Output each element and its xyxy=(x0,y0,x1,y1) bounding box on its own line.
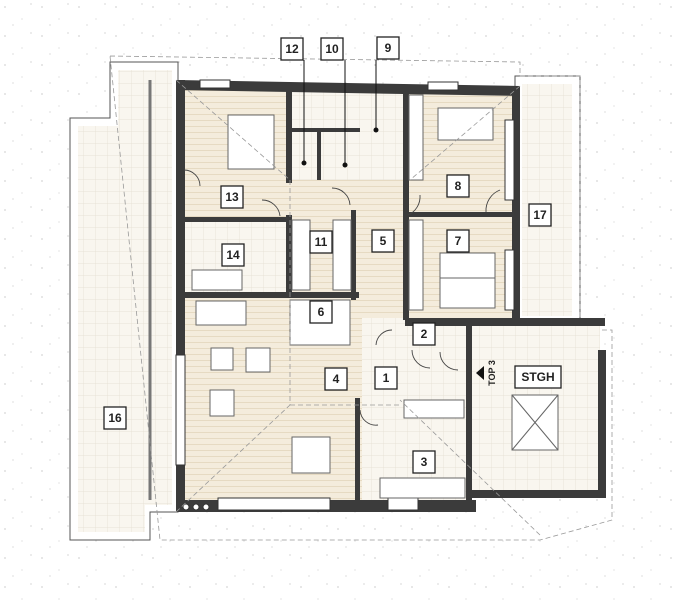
furniture xyxy=(182,94,559,511)
svg-text:1: 1 xyxy=(383,371,390,385)
svg-text:STGH: STGH xyxy=(521,370,554,384)
room-label-16: 16 xyxy=(103,406,127,430)
room-label-7: 7 xyxy=(446,229,470,253)
room-label-11: 11 xyxy=(309,230,333,254)
svg-text:13: 13 xyxy=(225,190,239,204)
svg-text:2: 2 xyxy=(421,327,428,341)
roof-lines xyxy=(175,79,541,536)
doors xyxy=(183,169,501,426)
room-label-6: 6 xyxy=(309,300,333,324)
room-label-4: 4 xyxy=(324,367,348,391)
terrace-17 xyxy=(514,75,581,323)
svg-text:9: 9 xyxy=(385,41,392,55)
svg-text:7: 7 xyxy=(455,234,462,248)
leader-lines xyxy=(301,60,379,168)
svg-text:16: 16 xyxy=(108,411,122,425)
windows xyxy=(175,79,515,511)
stairwell-label: STGH xyxy=(514,365,562,389)
svg-text:11: 11 xyxy=(315,235,328,249)
svg-text:TOP 3: TOP 3 xyxy=(487,360,497,386)
svg-text:17: 17 xyxy=(533,208,547,222)
room-label-14: 14 xyxy=(221,243,245,267)
svg-text:14: 14 xyxy=(226,248,240,262)
room-label-1: 1 xyxy=(374,366,398,390)
room-label-8: 8 xyxy=(446,174,470,198)
svg-text:12: 12 xyxy=(285,42,299,56)
svg-text:10: 10 xyxy=(325,42,339,56)
terrace-16 xyxy=(69,61,179,541)
room-label-5: 5 xyxy=(371,229,395,253)
svg-text:6: 6 xyxy=(318,305,325,319)
entrance-arrow-icon xyxy=(476,366,484,380)
svg-text:8: 8 xyxy=(455,179,462,193)
room-label-2: 2 xyxy=(412,322,436,346)
svg-text:3: 3 xyxy=(421,455,428,469)
room-label-3: 3 xyxy=(412,450,436,474)
unit-entrance-marker: TOP 3 xyxy=(476,360,497,386)
svg-text:5: 5 xyxy=(380,234,387,248)
room-label-12: 12 xyxy=(280,37,304,61)
room-label-17: 17 xyxy=(528,203,552,227)
apartment-floor xyxy=(184,88,600,500)
room-label-13: 13 xyxy=(220,185,244,209)
svg-text:4: 4 xyxy=(333,372,340,386)
room-label-9: 9 xyxy=(376,36,400,60)
room-label-10: 10 xyxy=(320,37,344,61)
